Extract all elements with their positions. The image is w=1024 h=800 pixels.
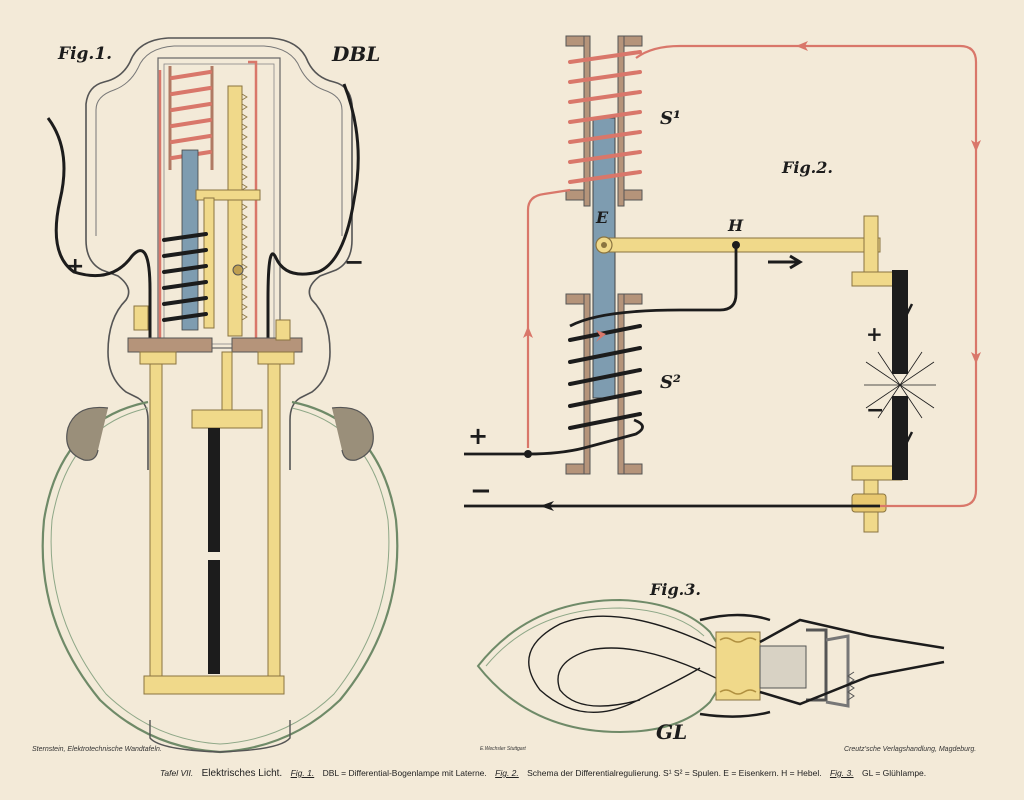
lantern-housing <box>168 37 353 470</box>
support-rod-right <box>267 351 281 683</box>
caption-fig2-ref: Fig. 2. <box>495 768 519 778</box>
fig2-minus-left: − <box>470 476 492 506</box>
fig1-hook-right <box>331 406 374 461</box>
fig1-coil-lower <box>162 232 208 322</box>
fig1-hook-left <box>66 406 109 461</box>
chart-caption: Tafel VII. Elektrisches Licht. Fig. 1. D… <box>160 768 932 779</box>
fig2-black-circuit <box>464 248 880 508</box>
fig2-plus-carbon: + <box>866 322 883 346</box>
fig3-bulb-drawing <box>476 598 945 734</box>
label-e: E <box>596 208 609 227</box>
fig1-lamp-drawing <box>41 37 399 754</box>
arrow-left-icon <box>540 501 554 511</box>
fig1-rack <box>227 85 243 337</box>
filament <box>528 615 721 714</box>
arrow-down-icon <box>971 140 981 152</box>
caption-fig1-text: DBL = Differential-Bogenlampe mit Latern… <box>322 768 487 778</box>
printer-credit: E.Wechsler Stuttgart <box>480 746 526 752</box>
caption-fig1-ref: Fig. 1. <box>290 768 315 778</box>
fig2-coil-s1 <box>568 50 642 184</box>
publisher-left: Sternstein, Elektrotechnische Wandtafeln… <box>32 746 162 753</box>
fig2-schema <box>464 35 981 533</box>
fig2-minus-carbon: − <box>866 398 885 423</box>
fig1-coil-upper <box>168 66 214 170</box>
caption-fig2-text: Schema der Differentialregulierung. S¹ S… <box>527 768 822 778</box>
fig3-code: GL <box>656 720 688 744</box>
fig1-plus: + <box>66 254 85 279</box>
fig2-plus-left: + <box>468 422 489 450</box>
arrow-right-icon <box>796 41 808 51</box>
inner-tube <box>157 57 281 349</box>
arc-spark-icon <box>864 351 936 419</box>
fig1-title: Fig.1. <box>58 44 113 64</box>
label-s1: S¹ <box>660 108 681 129</box>
caption-tafel: Tafel VII. <box>160 768 194 778</box>
fig1-lower-carbon <box>208 560 220 674</box>
fig1-minus: − <box>344 248 365 276</box>
fig1-wire-left <box>46 117 210 348</box>
fig1-code: DBL <box>332 42 381 66</box>
fig3-title: Fig.3. <box>650 580 701 599</box>
support-rod-left <box>149 351 163 683</box>
caption-fig3-ref: Fig. 3. <box>829 768 854 778</box>
label-h: H <box>728 216 744 235</box>
fig2-title: Fig.2. <box>782 158 833 177</box>
caption-subject: Elektrisches Licht. <box>201 768 283 779</box>
fig2-red-circuit <box>526 44 978 508</box>
lantern-housing-left <box>85 37 169 470</box>
caption-fig3-text: GL = Glühlampe. <box>861 768 927 778</box>
publisher-right: Creutz'sche Verlagshandlung, Magdeburg. <box>844 746 977 753</box>
label-s2: S² <box>660 372 681 393</box>
fig1-upper-carbon <box>208 428 220 552</box>
fig2-coil-s2 <box>568 324 642 430</box>
fig2-upper-carbon <box>892 270 908 374</box>
fig1-wire-right <box>266 83 360 340</box>
fig2-lower-carbon <box>892 396 908 480</box>
